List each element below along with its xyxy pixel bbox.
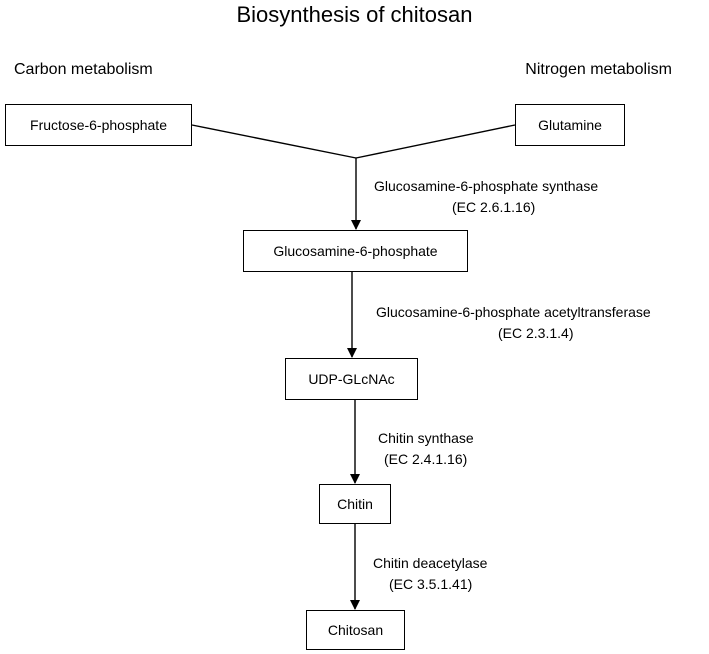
enzyme-label-glucosamine-6-phosphate-acetyltransferase: Glucosamine-6-phosphate acetyltransferas… [376,302,651,344]
enzyme-ec-number: (EC 2.4.1.16) [384,451,468,467]
enzyme-label-glucosamine-6-phosphate-synthase: Glucosamine-6-phosphate synthase (EC 2.6… [374,176,598,218]
node-glutamine: Glutamine [515,104,625,146]
enzyme-ec-number: (EC 3.5.1.41) [389,576,473,592]
node-chitin: Chitin [319,484,391,524]
enzyme-label-chitin-deacetylase: Chitin deacetylase (EC 3.5.1.41) [373,553,487,595]
nitrogen-metabolism-label: Nitrogen metabolism [525,61,672,78]
enzyme-ec-number: (EC 2.3.1.4) [498,325,574,341]
edge-gln-to-junction [355,124,516,159]
enzyme-ec-number: (EC 2.6.1.16) [452,199,536,215]
enzyme-name: Glucosamine-6-phosphate acetyltransferas… [376,304,651,320]
diagram-title: Biosynthesis of chitosan [236,2,473,27]
node-chitosan: Chitosan [306,610,405,650]
node-udp-glcnac: UDP-GLcNAc [285,358,418,400]
enzyme-label-chitin-synthase: Chitin synthase (EC 2.4.1.16) [378,428,474,470]
edge-f6p-to-junction [191,124,357,159]
enzyme-name: Glucosamine-6-phosphate synthase [374,178,599,194]
node-glucosamine-6-phosphate: Glucosamine-6-phosphate [243,230,468,272]
carbon-metabolism-label: Carbon metabolism [14,61,153,78]
node-fructose-6-phosphate: Fructose-6-phosphate [5,104,192,146]
enzyme-name: Chitin synthase [378,430,474,446]
enzyme-name: Chitin deacetylase [373,555,488,571]
